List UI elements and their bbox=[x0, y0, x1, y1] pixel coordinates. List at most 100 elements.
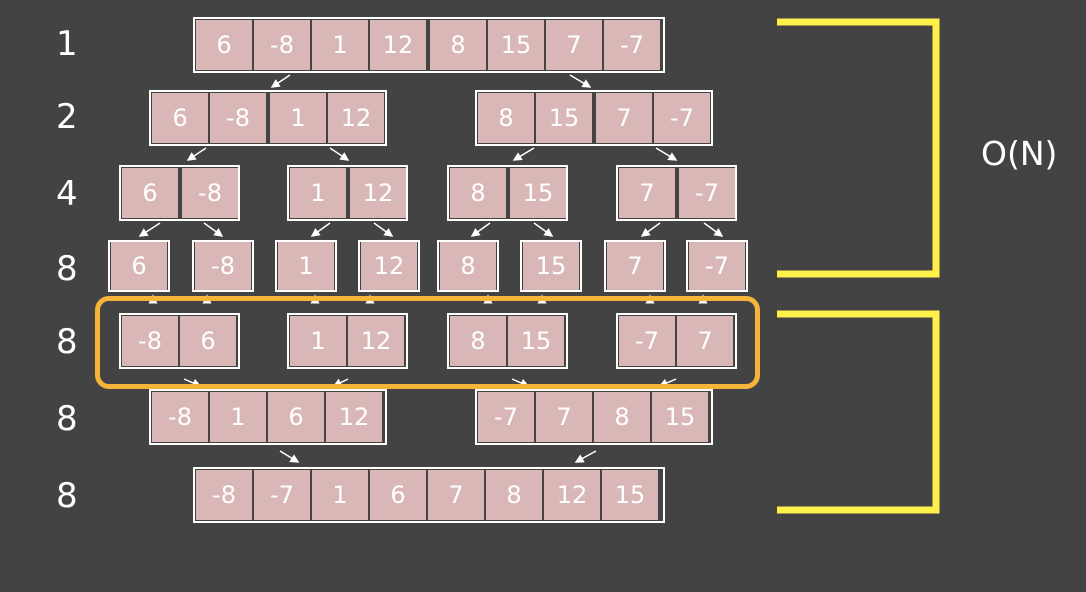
array-cell: 12 bbox=[544, 470, 600, 520]
array-cell: -7 bbox=[689, 242, 745, 290]
array-cell: -8 bbox=[152, 392, 208, 442]
array-cell: 6 bbox=[152, 93, 208, 143]
array-cell: 7 bbox=[677, 316, 733, 366]
array-cell: -7 bbox=[478, 392, 534, 442]
segment: 6 bbox=[122, 168, 178, 218]
array-cell: 12 bbox=[348, 316, 404, 366]
segment: 1 12 bbox=[270, 93, 384, 143]
segment: 12 bbox=[361, 242, 417, 290]
connector-arrow bbox=[533, 222, 554, 237]
array-cell: 15 bbox=[536, 93, 592, 143]
array-cell: 8 bbox=[440, 242, 496, 290]
segment: -8 bbox=[195, 242, 251, 290]
segment: 1 12 bbox=[290, 316, 404, 366]
array-cell: 15 bbox=[602, 470, 658, 520]
array-cell: 8 bbox=[450, 168, 506, 218]
array-cell: 15 bbox=[652, 392, 708, 442]
segment: -8 -7 1 6 7 8 12 15 bbox=[196, 470, 658, 520]
segment: 8 15 bbox=[478, 93, 592, 143]
connector-arrow bbox=[332, 378, 349, 387]
connector-arrow bbox=[310, 222, 331, 237]
connector-arrow bbox=[658, 378, 677, 388]
connector-arrow bbox=[279, 450, 300, 463]
array-cell: 12 bbox=[350, 168, 406, 218]
segment: -7 7 bbox=[619, 316, 733, 366]
complexity-brackets bbox=[777, 18, 940, 514]
connector-arrow bbox=[703, 222, 724, 237]
array-cell: 1 bbox=[278, 242, 334, 290]
segment: 8 bbox=[450, 168, 506, 218]
array-cell: 6 bbox=[196, 20, 252, 70]
array-cell: 6 bbox=[111, 242, 167, 290]
connector-arrow bbox=[183, 378, 202, 388]
array-cell: 7 bbox=[607, 242, 663, 290]
array-cell: 15 bbox=[488, 20, 544, 70]
segment: 6 -8 bbox=[152, 93, 266, 143]
array-cell: 7 bbox=[428, 470, 484, 520]
array-cell: -8 bbox=[182, 168, 238, 218]
array-cell: 6 bbox=[180, 316, 236, 366]
array-cell: 12 bbox=[361, 242, 417, 290]
connector-arrow bbox=[569, 74, 592, 88]
array-cell: 1 bbox=[290, 316, 346, 366]
array-cell: 1 bbox=[210, 392, 266, 442]
segment: 6 bbox=[111, 242, 167, 290]
array-cell: 6 bbox=[122, 168, 178, 218]
array-cell: -8 bbox=[195, 242, 251, 290]
segment: 12 bbox=[350, 168, 406, 218]
connector-arrow bbox=[373, 222, 394, 237]
array-cell: 6 bbox=[370, 470, 426, 520]
array-cell: -7 bbox=[619, 316, 675, 366]
array-cell: 7 bbox=[536, 392, 592, 442]
segment: -8 1 6 12 bbox=[152, 392, 382, 442]
array-cell: -8 bbox=[254, 20, 310, 70]
row-label-4: 8 bbox=[56, 249, 78, 289]
array-cell: 7 bbox=[619, 168, 675, 218]
array-cell: 6 bbox=[268, 392, 324, 442]
row-label-7: 8 bbox=[56, 476, 78, 516]
row-label-1: 1 bbox=[56, 24, 78, 64]
row-label-5: 8 bbox=[56, 322, 78, 362]
array-cell: 8 bbox=[430, 20, 486, 70]
segment: 7 bbox=[607, 242, 663, 290]
connector-arrow bbox=[511, 378, 530, 388]
array-cell: -8 bbox=[196, 470, 252, 520]
array-cell: 1 bbox=[312, 470, 368, 520]
connector-arrow bbox=[138, 222, 161, 237]
array-cell: 8 bbox=[478, 93, 534, 143]
segment: 6 -8 1 12 bbox=[196, 20, 426, 70]
array-cell: -8 bbox=[210, 93, 266, 143]
merge-bracket bbox=[777, 310, 940, 514]
array-cell: 7 bbox=[596, 93, 652, 143]
segment: 8 15 bbox=[450, 316, 564, 366]
segment: 7 bbox=[619, 168, 675, 218]
array-cell: 12 bbox=[328, 93, 384, 143]
array-cell: 1 bbox=[290, 168, 346, 218]
array-cell: 15 bbox=[523, 242, 579, 290]
connector-arrow bbox=[329, 147, 350, 161]
array-cell: 12 bbox=[370, 20, 426, 70]
array-cell: 15 bbox=[510, 168, 566, 218]
array-cell: -7 bbox=[654, 93, 710, 143]
connector-arrow bbox=[655, 147, 678, 161]
split-bracket bbox=[777, 18, 940, 278]
connector-arrow bbox=[186, 147, 207, 161]
row-label-2: 2 bbox=[56, 97, 78, 137]
connector-arrow bbox=[574, 450, 597, 463]
array-cell: 8 bbox=[450, 316, 506, 366]
segment: 1 bbox=[290, 168, 346, 218]
array-cell: -7 bbox=[254, 470, 310, 520]
segment: 15 bbox=[510, 168, 566, 218]
connector-arrow bbox=[470, 222, 491, 237]
segment: 8 bbox=[440, 242, 496, 290]
row-label-6: 8 bbox=[56, 399, 78, 439]
array-cell: 8 bbox=[594, 392, 650, 442]
connector-arrow bbox=[203, 222, 224, 237]
segment: -7 bbox=[679, 168, 735, 218]
array-cell: 1 bbox=[270, 93, 326, 143]
segment: -7 7 8 15 bbox=[478, 392, 708, 442]
array-cell: -7 bbox=[679, 168, 735, 218]
connector-arrow bbox=[512, 147, 535, 161]
array-cell: 1 bbox=[312, 20, 368, 70]
